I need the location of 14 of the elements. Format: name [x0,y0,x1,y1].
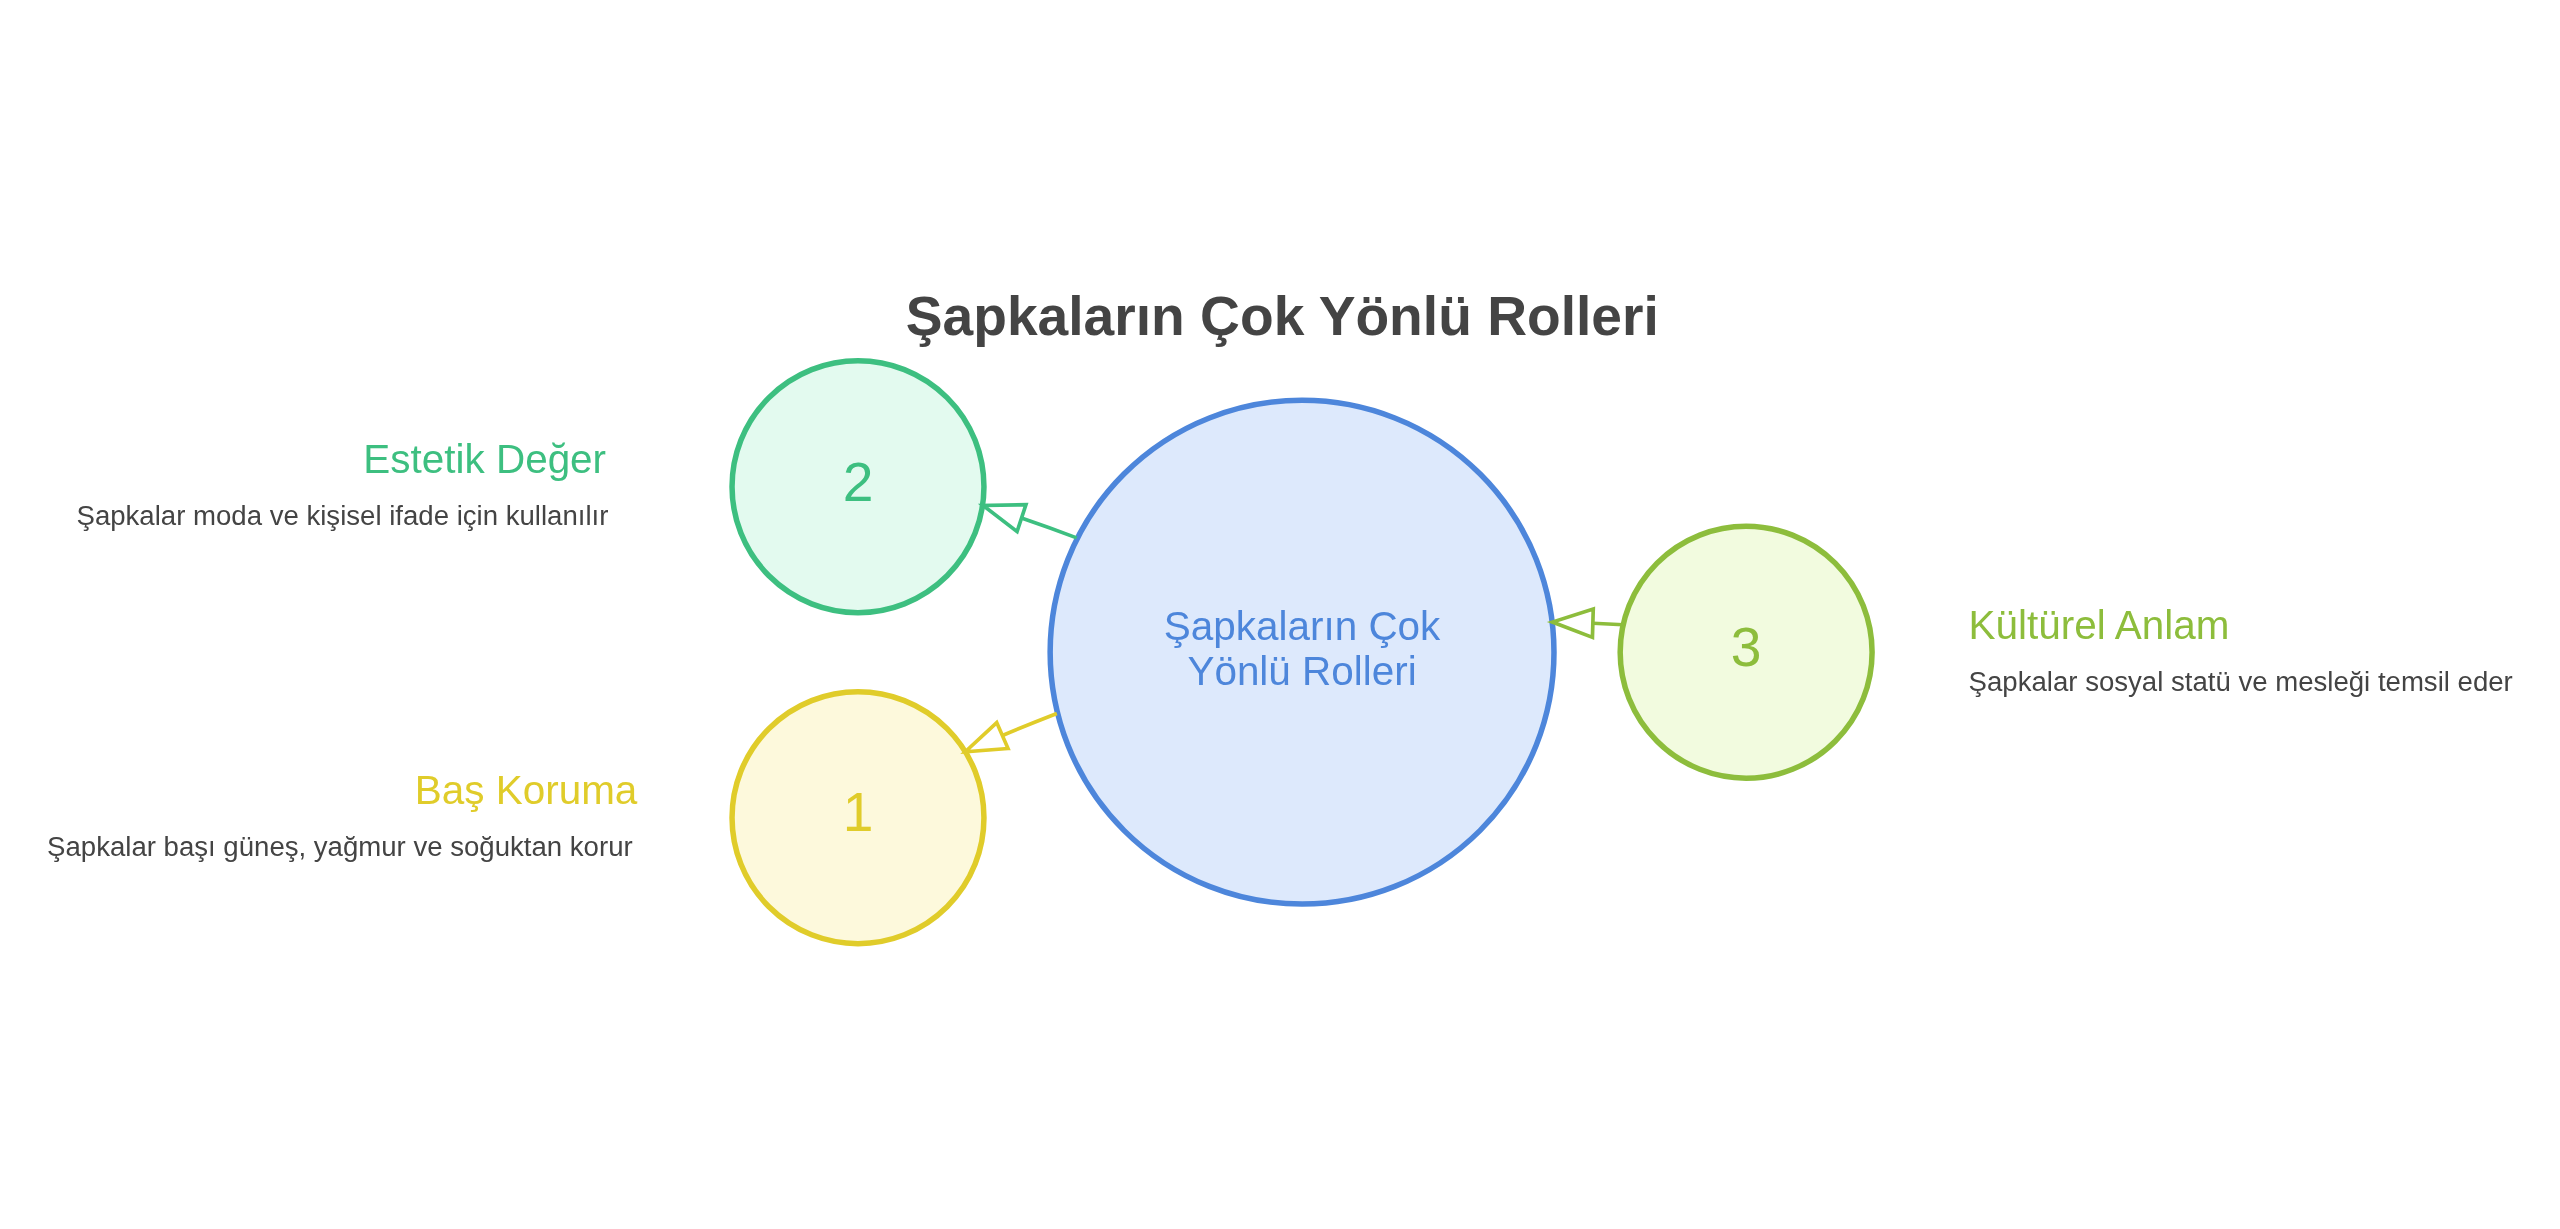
arrow [1546,606,1624,640]
node-circle: 2 [729,358,987,616]
node-circle: 1 [729,688,987,947]
node-label: Baş Koruma [414,767,638,814]
node-label: Şapkalar sosyal statü ve mesleği temsil eder [1968,665,2513,697]
node-circle: 3 [1617,523,1875,781]
node-label: Şapkalar moda ve kişisel ifade için kullanılır [76,500,609,532]
node-label: Estetik Değer [363,436,607,483]
diagram-title: Şapkaların Çok Yönlü Rolleri [905,285,1659,347]
node-circle: Şapkaların Çok Yönlü Rolleri [1047,397,1557,907]
node-label: Şapkalar başı güneş, yağmur ve soğuktan korur [47,831,633,863]
arrow [960,711,1058,754]
node-label: Kültürel Anlam [1968,601,2230,648]
arrow [977,502,1078,540]
